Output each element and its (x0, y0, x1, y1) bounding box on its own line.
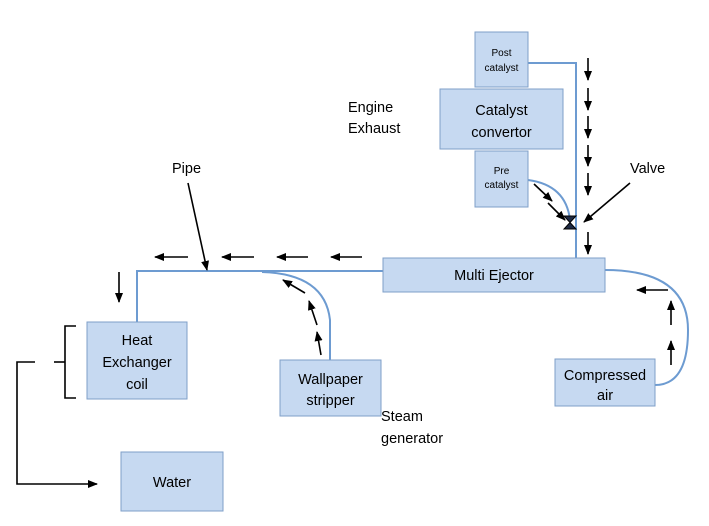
flow-arrow (282, 279, 306, 294)
flow-arrow (547, 202, 566, 221)
flow-arrow (314, 331, 323, 356)
heat-exchanger-label: Heat (122, 333, 153, 349)
pipe-callout-arrow (187, 182, 209, 271)
water-box: Water (120, 451, 224, 512)
post-catalyst-box: Post catalyst (474, 31, 529, 88)
post-catalyst-label-2: catalyst (485, 63, 519, 74)
pre-catalyst-label: Pre (494, 166, 510, 177)
post-catalyst-pipe (528, 62, 577, 258)
wallpaper-stripper-label-2: stripper (306, 393, 355, 409)
valve-label: Valve (630, 161, 665, 177)
engine-exhaust-label-2: Exhaust (348, 121, 400, 137)
post-catalyst-label: Post (491, 48, 511, 59)
catalyst-convertor-label-2: convertor (471, 125, 532, 141)
bracket (64, 325, 76, 399)
pre-catalyst-box: Pre catalyst (474, 150, 529, 208)
catalyst-convertor-label: Catalyst (475, 103, 527, 119)
flow-arrow (533, 183, 553, 202)
pre-catalyst-pipe (527, 179, 571, 221)
steam-pipe (261, 271, 331, 360)
heat-exchanger-label-2: Exchanger (102, 355, 171, 371)
flow-arrows (115, 58, 675, 365)
valve-callout-arrow (583, 182, 631, 223)
pre-catalyst-label-2: catalyst (485, 180, 519, 191)
water-connector (16, 325, 98, 488)
wallpaper-stripper-box: Wallpaper stripper (279, 359, 382, 417)
pipe-label: Pipe (172, 161, 201, 177)
main-pipe (136, 270, 383, 322)
heat-exchanger-label-3: coil (126, 377, 148, 393)
engine-exhaust-label: Engine (348, 100, 393, 116)
steam-generator-label-2: generator (381, 431, 443, 447)
valve-icon (562, 215, 578, 230)
flow-arrow (308, 300, 318, 326)
compressed-air-label: Compressed (564, 368, 646, 384)
wallpaper-stripper-label: Wallpaper (298, 372, 363, 388)
steam-generator-label: Steam (381, 409, 423, 425)
compressed-air-label-2: air (597, 388, 613, 404)
multi-ejector-label: Multi Ejector (454, 268, 534, 284)
water-line (16, 361, 98, 488)
heat-exchanger-box: Heat Exchanger coil (86, 321, 188, 400)
compressed-air-pipe (604, 269, 690, 386)
pipes (136, 62, 690, 386)
compressed-air-box: Compressed air (554, 358, 656, 407)
multi-ejector-box: Multi Ejector (382, 257, 606, 293)
water-label: Water (153, 475, 191, 491)
catalyst-convertor-box: Catalyst convertor (439, 88, 564, 150)
